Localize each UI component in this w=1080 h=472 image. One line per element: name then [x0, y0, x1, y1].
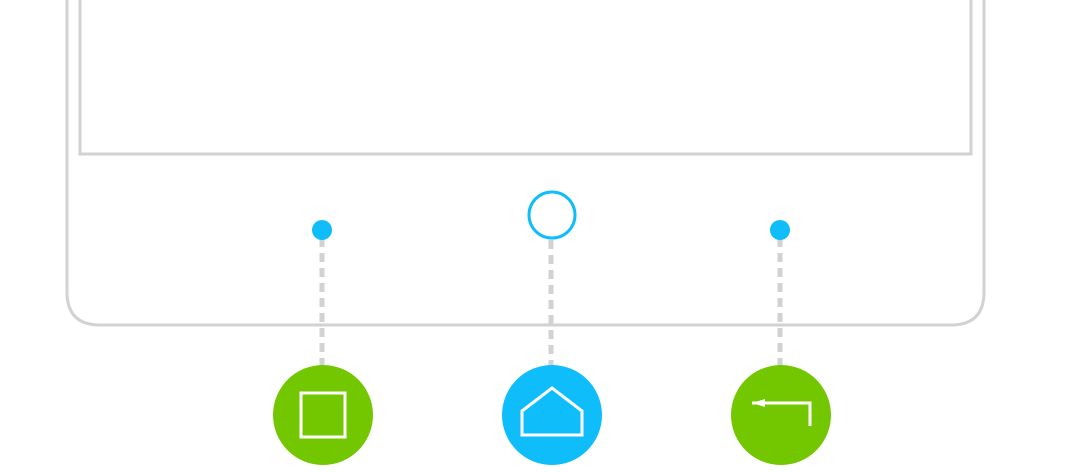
home-button[interactable]: [502, 365, 602, 465]
back-button[interactable]: [731, 365, 831, 465]
back-button-circle: [731, 365, 831, 465]
recent-apps-button-circle: [273, 365, 373, 465]
recent-apps-button[interactable]: [273, 365, 373, 465]
home-sensor-ring: [527, 190, 577, 240]
back-sensor-dot: [770, 220, 790, 240]
home-icon: [520, 386, 584, 437]
square-icon: [299, 391, 347, 439]
back-arrow-icon: [752, 401, 812, 426]
back-arrow-head: [752, 399, 765, 407]
recent-apps-sensor-dot: [312, 220, 332, 240]
phone-body-outline: [65, 0, 986, 327]
home-button-circle: [502, 365, 602, 465]
screen-outline: [78, 0, 973, 156]
